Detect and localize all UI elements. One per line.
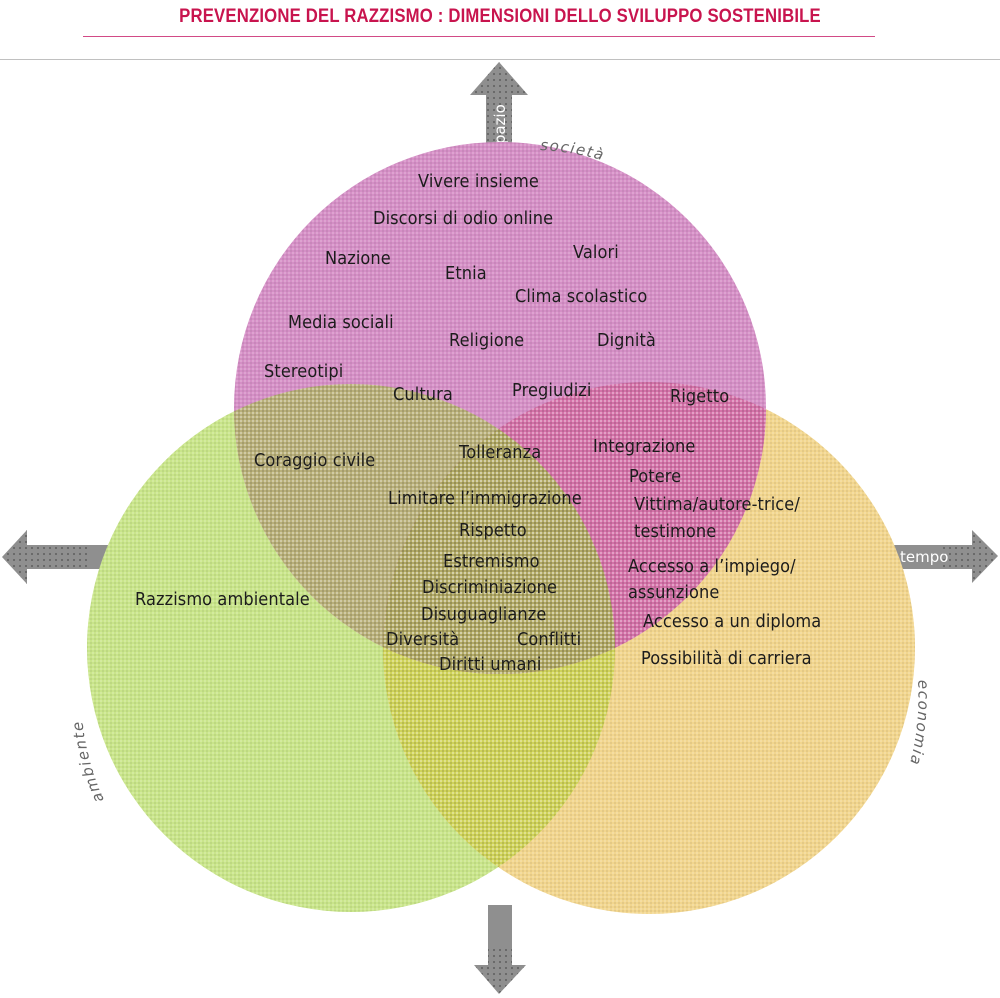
term-societa: Religione	[449, 330, 525, 351]
term-center: Diritti umani	[439, 654, 542, 675]
term-societa: Rigetto	[670, 386, 730, 407]
page-title: PREVENZIONE DEL RAZZISMO : DIMENSIONI DE…	[179, 6, 821, 27]
title-underline	[83, 36, 875, 37]
term-center: Estremismo	[443, 551, 540, 572]
term-societa-ambiente: Tolleranza	[459, 442, 542, 463]
term-societa: Stereotipi	[264, 361, 344, 382]
term-societa: Media sociali	[288, 312, 394, 333]
divider-line	[0, 59, 1000, 60]
term-economia: Accesso a un diploma	[643, 611, 822, 632]
term-center: Diversità	[386, 629, 460, 650]
term-societa: Valori	[573, 242, 619, 263]
term-societa: Vivere insieme	[418, 171, 539, 192]
axis-arrow-right	[860, 530, 998, 583]
term-societa: Dignità	[597, 330, 656, 351]
term-societa: Clima scolastico	[515, 286, 648, 307]
term-economia: assunzione	[628, 582, 720, 603]
term-societa-ambiente: Limitare l’immigrazione	[388, 488, 582, 509]
term-center: Discriminiazione	[422, 577, 558, 598]
term-ambiente: Razzismo ambientale	[135, 589, 310, 610]
term-societa-ambiente: Coraggio civile	[254, 450, 376, 471]
term-societa: Etnia	[445, 263, 487, 284]
term-center: Conflitti	[517, 629, 582, 650]
term-societa: Nazione	[325, 248, 391, 269]
term-societa-economia: testimone	[634, 521, 717, 542]
term-economia: Possibilità di carriera	[641, 648, 812, 669]
axis-arrow-left	[2, 530, 160, 584]
term-societa: Cultura	[393, 384, 453, 405]
term-societa-economia: Vittima/autore-trice/	[634, 494, 800, 515]
term-societa: Pregiudizi	[512, 380, 592, 401]
axis-arrow-down	[474, 905, 526, 994]
axis-arrow-up	[470, 62, 528, 160]
term-center: Disuguaglianze	[421, 604, 547, 625]
axis-label-spazio: spazio	[491, 104, 509, 152]
term-societa-economia: Integrazione	[593, 436, 696, 457]
axis-label-tempo: tempo	[900, 548, 948, 566]
term-economia: Accesso a l’impiego/	[628, 556, 796, 577]
term-center: Rispetto	[459, 520, 527, 541]
term-societa-economia: Potere	[629, 466, 682, 487]
term-societa: Discorsi di odio online	[373, 208, 554, 229]
